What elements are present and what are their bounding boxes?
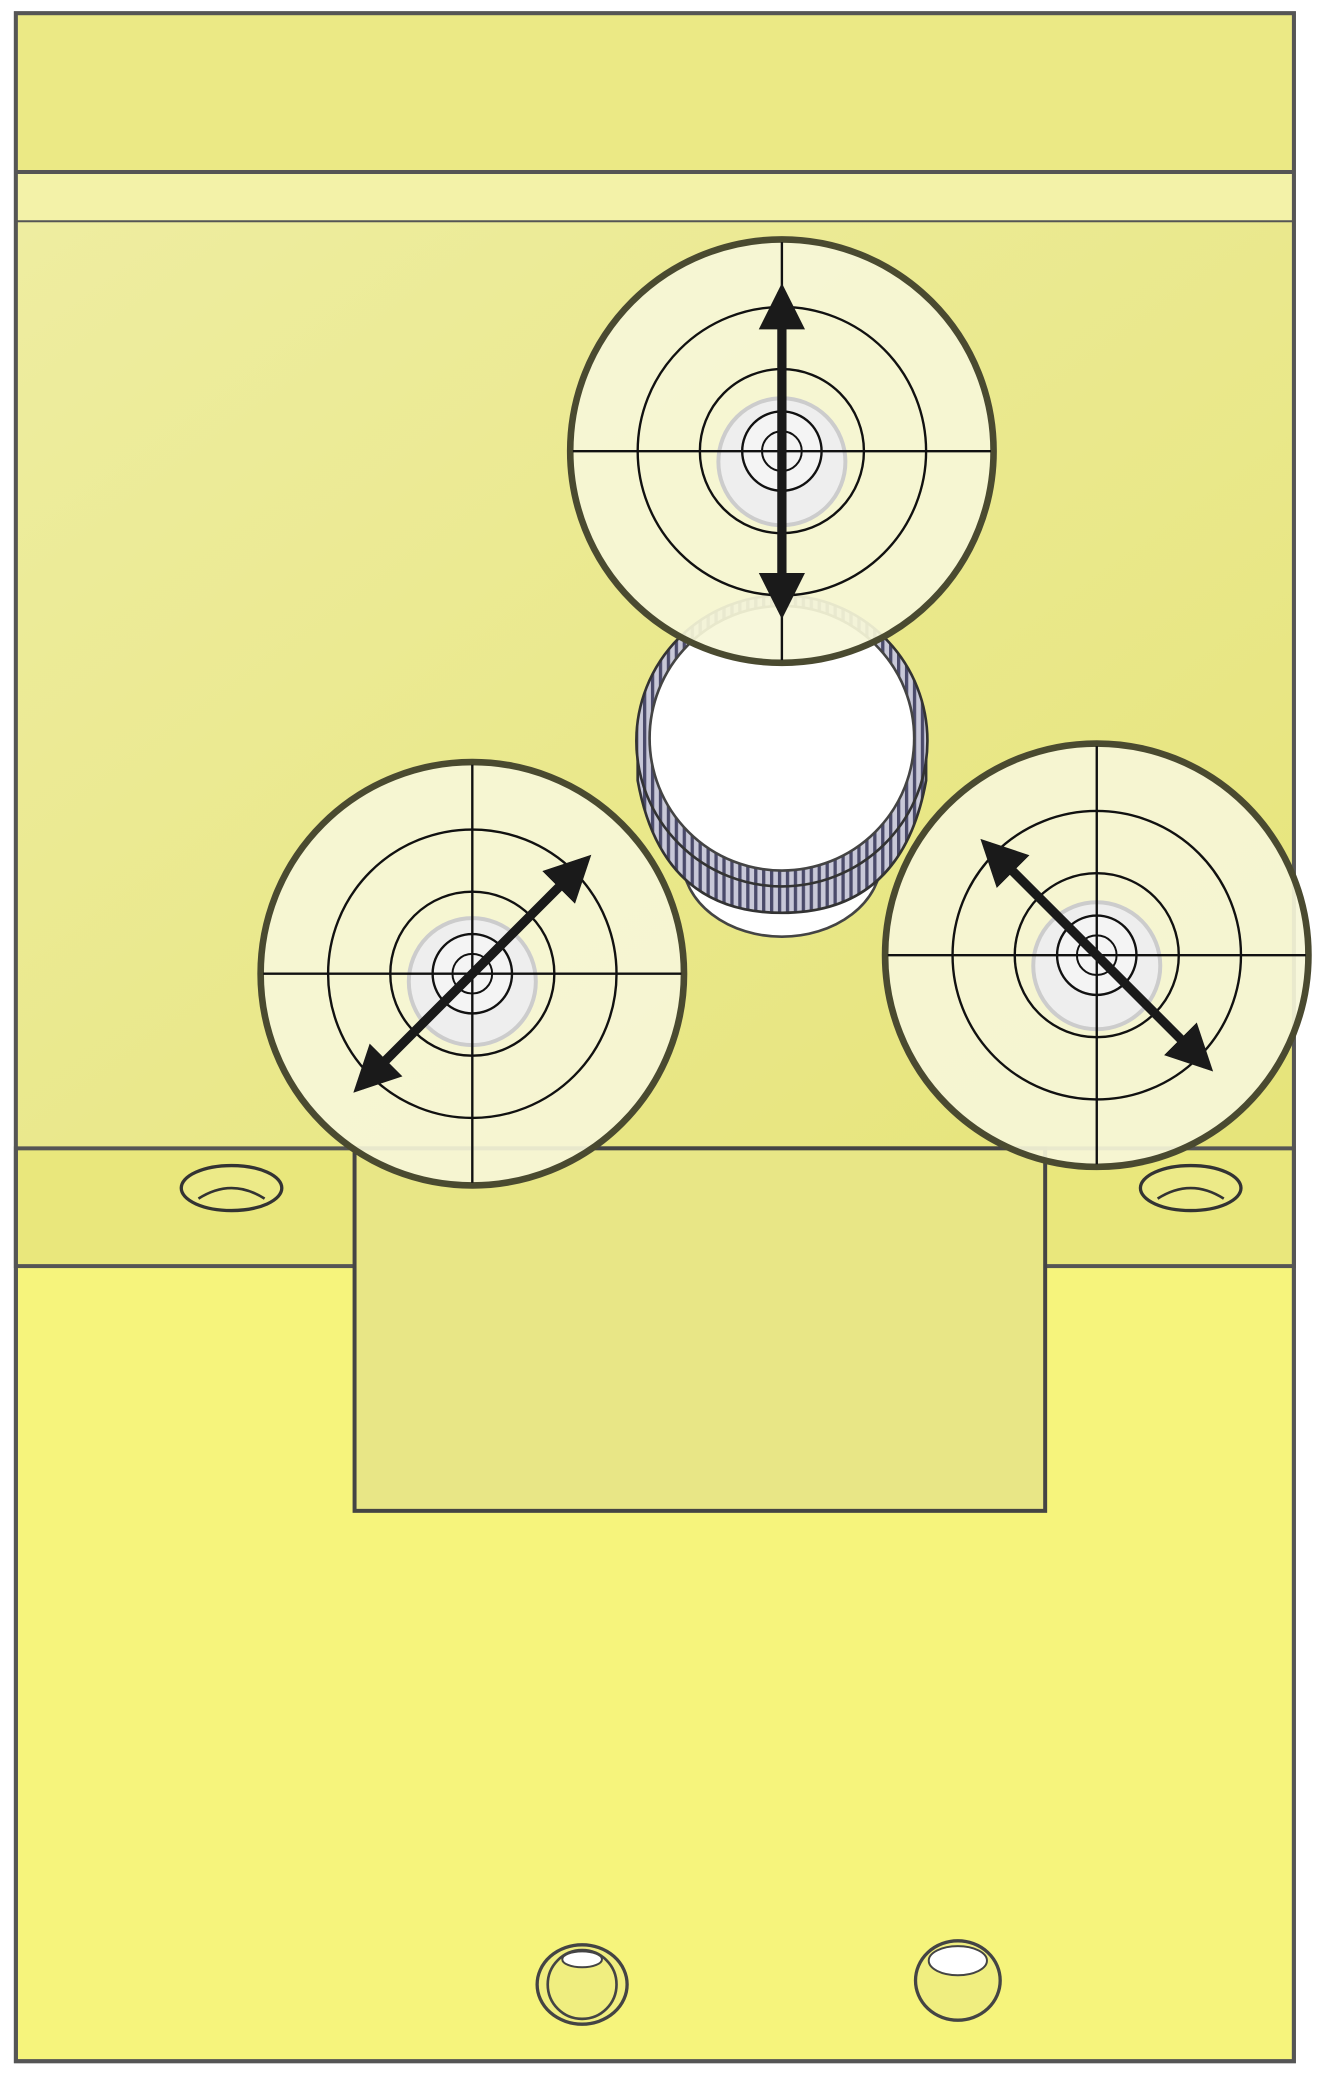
diagonal-arrow-icon xyxy=(980,838,1214,1072)
diagonal-arrow-icon xyxy=(353,854,592,1093)
center-recess xyxy=(352,1146,1048,1513)
rail xyxy=(15,171,1294,223)
top-band xyxy=(15,13,1294,172)
knurled-knob xyxy=(635,594,929,938)
right-adjuster xyxy=(881,740,1312,1171)
left-adjuster xyxy=(257,758,688,1189)
bottom-hole-right xyxy=(913,1939,1002,2022)
bottom-hole-left xyxy=(535,1943,629,2026)
mount-hole-left xyxy=(179,1163,284,1213)
mount-hole-right xyxy=(1138,1163,1243,1213)
top-adjuster xyxy=(566,236,997,667)
